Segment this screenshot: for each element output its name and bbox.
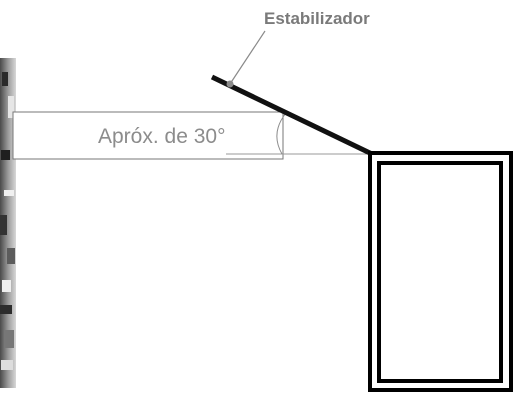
- callout-leader-line: [229, 30, 266, 85]
- angle-arc: [276, 112, 287, 155]
- callout-leader-dot: [226, 80, 234, 88]
- background-photo-strip: [0, 58, 16, 388]
- cabinet-outer-frame: [368, 151, 513, 392]
- angle-box: [12, 111, 284, 160]
- cabinet-inner-frame: [377, 161, 503, 383]
- angle-label: Apróx. de 30°: [98, 125, 225, 148]
- stabilizer-bar: [210, 74, 374, 157]
- stabilizer-label: Estabilizador: [264, 9, 370, 28]
